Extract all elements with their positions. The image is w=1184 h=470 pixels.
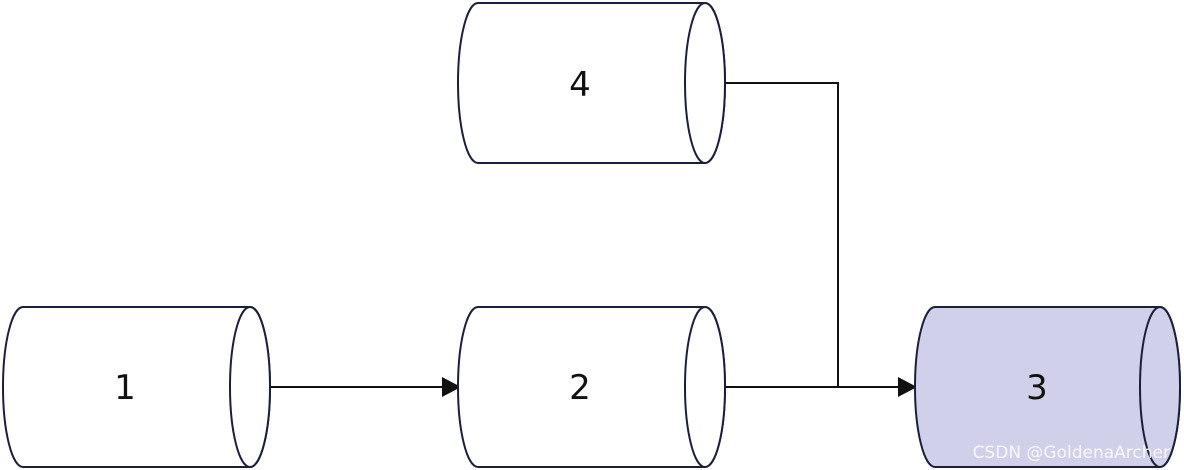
node-label-2: 2 xyxy=(569,368,591,408)
cylinder-cap xyxy=(684,306,726,468)
cylinder-node-2[interactable]: 2 xyxy=(457,306,726,468)
cylinder-cap xyxy=(684,2,726,164)
node-label-3: 3 xyxy=(1026,368,1048,408)
cylinder-node-4[interactable]: 4 xyxy=(457,2,726,164)
cylinder-node-3[interactable]: 3 xyxy=(914,306,1181,468)
node-label-4: 4 xyxy=(569,65,591,105)
watermark: CSDN @GoldenaArcher xyxy=(972,443,1170,463)
edge-4-to-3 xyxy=(725,82,839,387)
node-label-1: 1 xyxy=(114,368,136,408)
cylinder-node-1[interactable]: 1 xyxy=(2,306,271,468)
cylinder-cap xyxy=(1139,306,1181,468)
edges xyxy=(270,82,917,397)
cylinder-cap xyxy=(229,306,271,468)
